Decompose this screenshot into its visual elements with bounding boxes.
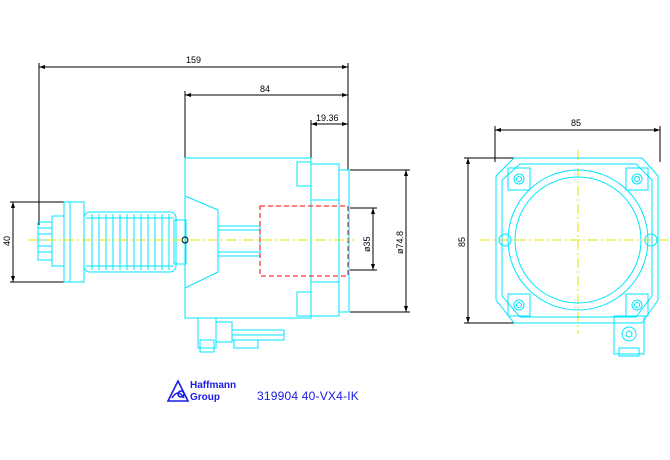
side-view	[37, 157, 350, 353]
dimension-arrows	[11, 65, 660, 323]
logo-line-2: Group	[190, 392, 220, 403]
dim-side-height: 40	[2, 236, 12, 246]
dim-body-length: 84	[260, 84, 270, 94]
end-view	[495, 157, 659, 357]
company-logo: Haffmann Group	[166, 379, 236, 403]
dimension-lines	[10, 63, 661, 324]
dim-end-width: 85	[571, 118, 581, 128]
dim-bore-diameter: ø35	[362, 236, 372, 252]
dim-flange-diameter: ø74.8	[395, 231, 405, 254]
dim-overall-length: 159	[186, 55, 201, 65]
triangle-logo-icon	[166, 379, 190, 402]
part-number: 319904 40-VX4-IK	[257, 389, 359, 403]
dim-flange-thickness: 19.36	[316, 113, 339, 123]
logo-line-1: Haffmann	[190, 380, 236, 391]
hidden-lines	[259, 205, 349, 277]
dim-end-height: 85	[457, 237, 467, 247]
